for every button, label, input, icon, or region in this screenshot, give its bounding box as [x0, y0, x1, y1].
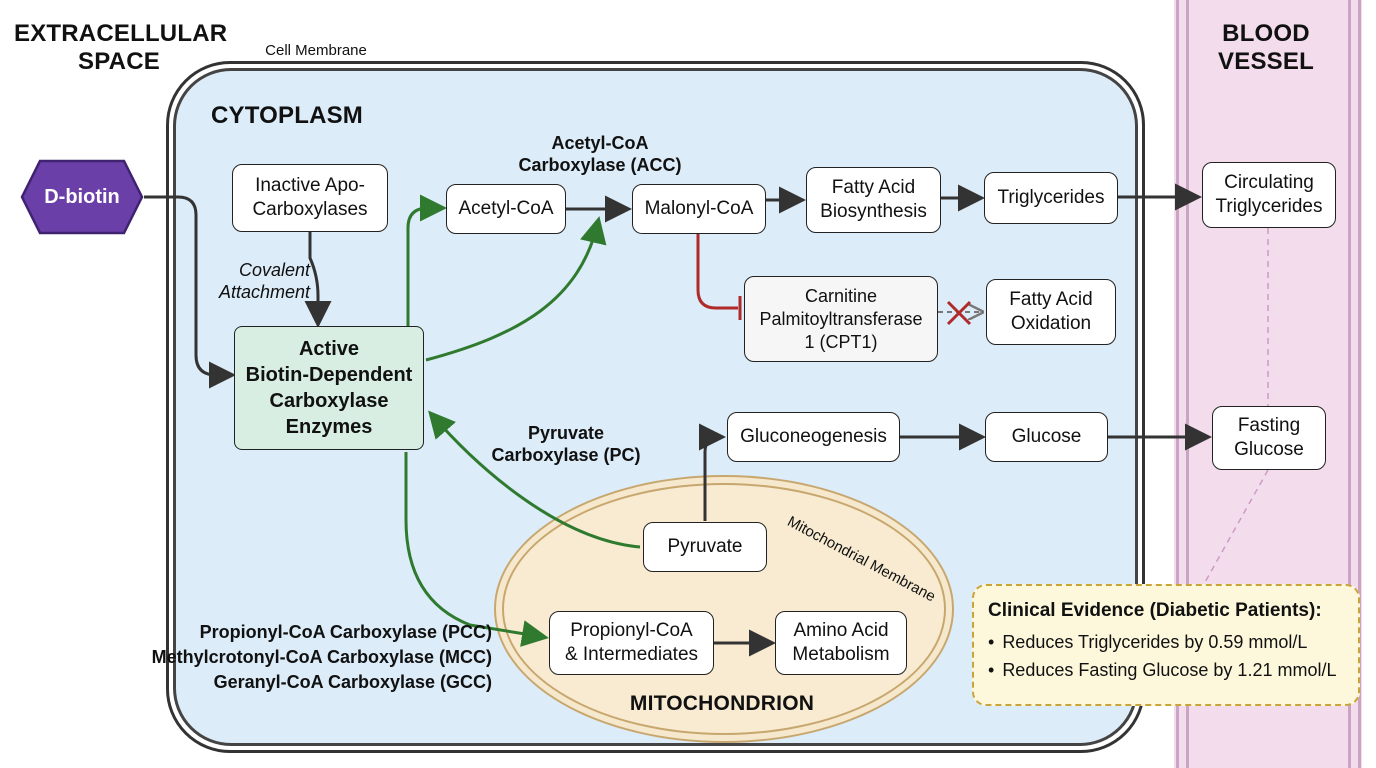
label-mitochondrial-carboxylases: Propionyl-CoA Carboxylase (PCC)Methylcro…	[151, 622, 492, 692]
arrow-active-to-acetylcoa	[406, 194, 447, 326]
node-pyruvate: Pyruvate	[643, 522, 767, 572]
evidence-item: Reduces Fasting Glucose by 1.21 mmol/L	[988, 656, 1344, 684]
evidence-connector	[1203, 469, 1269, 585]
cell-membrane-label: Cell Membrane	[265, 42, 367, 59]
arrow-active-to-propionyl	[404, 452, 549, 647]
vessel-wall-line	[1176, 0, 1179, 768]
evidence-title: Clinical Evidence (Diabetic Patients):	[988, 600, 1322, 621]
node-glucose: Glucose	[985, 412, 1108, 462]
evidence-item: Reduces Triglycerides by 0.59 mmol/L	[988, 628, 1344, 656]
node-gluconeogenesis: Gluconeogenesis	[727, 412, 900, 462]
arrow-pyruvate-to-gluconeo	[698, 423, 726, 521]
arrow-pyruvate-to-active	[428, 410, 641, 549]
arrow-dbiotin-to-active	[144, 195, 236, 389]
node-malonyl-coa: Malonyl-CoA	[632, 184, 766, 234]
cytoplasm-title: CYTOPLASM	[210, 102, 364, 129]
dbiotin-label: D-biotin	[44, 185, 120, 208]
arrow-active-to-acc	[425, 216, 607, 362]
inhibit-malonyl-to-cpt1	[696, 233, 738, 310]
vessel-wall-line	[1358, 0, 1361, 768]
dbiotin-hexagon-icon	[20, 159, 144, 235]
vessel-wall-line	[1348, 0, 1351, 768]
node-inactive-apo-carboxylases: Inactive Apo-Carboxylases	[232, 164, 388, 232]
mitochondrion	[494, 475, 954, 743]
node-propionyl-coa: Propionyl-CoA& Intermediates	[549, 611, 714, 675]
arrow-inactive-to-active	[304, 232, 332, 328]
node-triglycerides: Triglycerides	[984, 172, 1118, 224]
clinical-evidence-box: Clinical Evidence (Diabetic Patients): R…	[972, 584, 1360, 706]
vessel-wall-line	[1186, 0, 1189, 768]
block-x-icon	[946, 300, 972, 326]
node-acetyl-coa: Acetyl-CoA	[446, 184, 566, 234]
mitochondrion-title: MITOCHONDRION	[629, 692, 815, 715]
